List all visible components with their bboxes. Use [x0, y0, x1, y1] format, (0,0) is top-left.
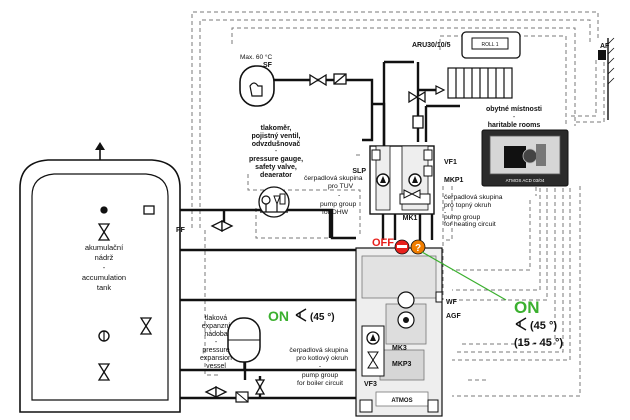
acd-controller: ATMOS ACD 03/04: [481, 129, 569, 187]
boiler-brand: ATMOS: [391, 398, 412, 404]
gauge-label-dash: -: [275, 148, 278, 155]
svg-text:?: ?: [415, 243, 421, 254]
slp-label: SLP: [352, 168, 366, 175]
room-label-cz: obytné místnosti: [486, 106, 542, 113]
tap-icon: [249, 82, 263, 97]
valve-icon: [97, 223, 111, 234]
aru-label: ARU30/10/5: [412, 42, 451, 49]
boiler-group-en-2: for boiler circuit: [297, 380, 343, 387]
tank-label-dash: -: [103, 263, 106, 272]
valve-icon: [139, 317, 153, 328]
max-temp-label: Max. 60 °C: [240, 53, 273, 61]
expansion-label-en-1: pressure: [202, 347, 229, 354]
dhw-cylinder: Max. 60 °C SF: [239, 53, 275, 107]
status-indicators: OFF ?: [372, 237, 507, 301]
gauge-label-cz-2: pojistný ventil,: [251, 133, 300, 140]
gauge-label-cz-3: odvzdušnovač: [252, 141, 301, 148]
vf3-label: VF3: [364, 381, 377, 388]
accumulation-tank: akumulační nádrž - accumulation tank: [19, 142, 181, 413]
expansion-label-cz-2: expanzní: [202, 323, 230, 330]
expansion-label-dash: -: [215, 339, 218, 346]
dhw-group-en-1: pump group: [320, 201, 356, 208]
heating-group-dash: -: [444, 209, 446, 216]
dhw-group-dash: -: [338, 192, 340, 199]
on-indicator-right: ON (45 °) (15 - 45 °): [514, 298, 563, 349]
safety-valve-icon: [273, 195, 281, 206]
tank-valves: [97, 205, 266, 399]
sensor-icon: [598, 50, 606, 60]
boiler-group-cz-1: čerpadlová skupina: [289, 347, 348, 354]
heating-group-cz-1: čerpadlová skupina: [444, 194, 503, 201]
dhw-group-cz-1: čerpadlová skupina: [304, 175, 363, 182]
warning-indicator-icon: [410, 239, 426, 255]
off-label: OFF: [372, 237, 394, 249]
boiler-group-en-1: pump group: [302, 372, 338, 379]
tank-label-en-1: accumulation: [82, 273, 126, 282]
mkp3-label: MKP3: [392, 361, 412, 368]
tank-label-cz-1: akumulační: [85, 243, 124, 252]
dhw-group-en-2: for DHW: [322, 209, 349, 216]
expansion-label-en-3: vessel: [206, 363, 226, 370]
agf-label: AGF: [446, 313, 462, 320]
expansion-label-cz-1: tlaková: [205, 315, 227, 322]
valve-angle-icon: [295, 308, 307, 322]
af-sensor: AF: [598, 37, 615, 120]
wf-label: WF: [446, 299, 458, 306]
sf-label: SF: [263, 62, 273, 69]
expansion-label-en-2: expansion: [200, 355, 232, 362]
aru-display-text: ROLL 1: [481, 42, 498, 48]
valve-icon: [97, 363, 111, 374]
wf-sensor-icon: [435, 291, 443, 303]
valve-icon: [204, 385, 217, 399]
boiler: ATMOS: [355, 247, 443, 417]
gauge-icon: [261, 195, 271, 205]
pf-label: PF: [176, 227, 186, 234]
boiler-pump-group: [361, 325, 385, 377]
on-label-left: ON: [268, 308, 289, 324]
heating-group-cz-2: pro topný okruh: [444, 202, 491, 209]
heating-group-en-2: for heating circuit: [444, 221, 496, 228]
dhw-group-cz-2: pro TUV: [328, 183, 354, 190]
radiator: [435, 67, 513, 99]
on-right-degree: (45 °): [530, 320, 557, 332]
dhw-fittings: [309, 73, 426, 129]
acd-label: ATMOS ACD 03/04: [506, 178, 545, 183]
expansion-vessel: [227, 317, 261, 370]
gauge-label-en-2: safety valve,: [255, 164, 297, 171]
on-label-right: ON: [514, 298, 540, 317]
on-left-degree: (45 °): [310, 312, 335, 323]
gauge-label-cz-1: tlakoměr,: [261, 125, 292, 132]
expansion-label-cz-3: nádoba: [204, 331, 227, 338]
safety-group: [258, 186, 290, 218]
aru-controller: ROLL 1 ARU30/10/5: [412, 31, 521, 59]
on-indicator-left: ON (45 °): [268, 308, 335, 324]
boiler-group-cz-2: pro kotlový okruh: [296, 355, 348, 362]
valve-icon: [210, 219, 223, 233]
vf1-label: VF1: [444, 159, 457, 166]
on-right-range: (15 - 45 °): [514, 337, 563, 349]
gauge-label-en-3: deaerator: [260, 172, 292, 179]
valve-angle-icon: [515, 317, 527, 331]
pf-filter: PF: [176, 227, 249, 403]
gauge-label-en-1: pressure gauge,: [249, 156, 303, 163]
tank-label-cz-2: nádrž: [95, 253, 114, 262]
mk3-label: MK3: [392, 345, 407, 352]
mkp1-label: MKP1: [444, 177, 464, 184]
deaerator-icon: [279, 193, 286, 205]
heating-group-en-1: pump group: [444, 214, 480, 221]
tank-label-en-2: tank: [97, 283, 111, 292]
af-label: AF: [600, 43, 610, 50]
room-label-en: haritable rooms: [488, 122, 541, 129]
control-wiring: [191, 11, 605, 397]
room-label-dash: -: [513, 114, 516, 121]
boiler-group-dash: -: [319, 363, 321, 370]
mk1-label: MK1: [403, 215, 418, 222]
pump-groups-upper: [369, 145, 435, 215]
